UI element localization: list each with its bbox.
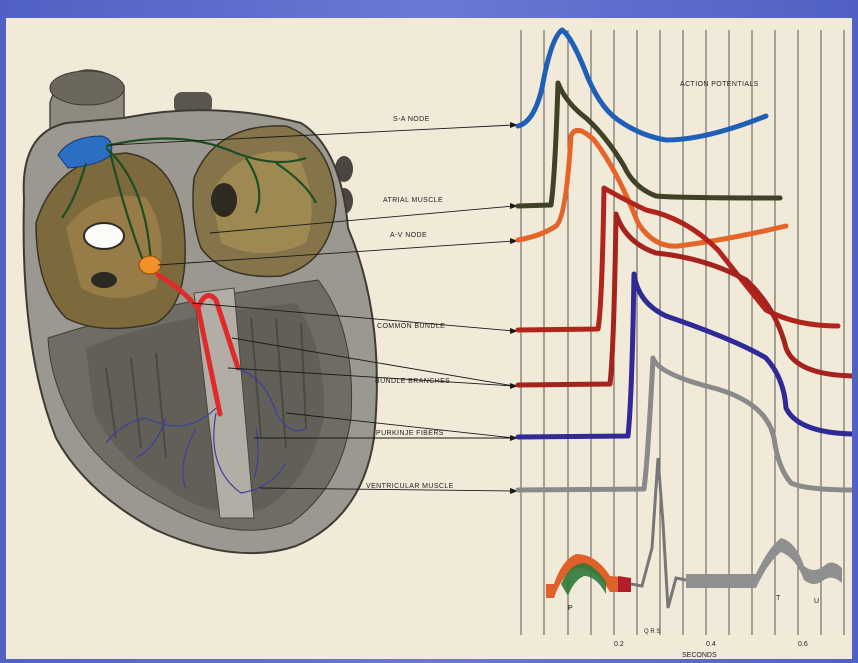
time-grid [521, 30, 844, 635]
tick-0-4: 0.4 [706, 641, 716, 648]
graph-title: ACTION POTENTIALS [680, 81, 759, 88]
ecg-label-t: T [776, 595, 781, 602]
label-av-node: A-V NODE [390, 232, 427, 239]
label-common-bundle: COMMON BUNDLE [377, 323, 445, 330]
ecg-label-u: U [814, 598, 819, 605]
vena-cava-opening [84, 223, 124, 249]
label-sa-node: S-A NODE [393, 116, 430, 123]
trace-common-bundle [518, 188, 838, 330]
heart-illustration [24, 70, 377, 553]
ecg-qrs [631, 458, 686, 608]
trace-av-node [518, 130, 786, 246]
label-ventricular-muscle: VENTRICULAR MUSCLE [366, 483, 454, 490]
label-purkinje-fibers: PURKINJE FIBERS [376, 430, 444, 437]
ecg-label-qrs: Q R S [644, 629, 660, 635]
tick-0-2: 0.2 [614, 641, 624, 648]
axis-label-seconds: SECONDS [682, 652, 717, 659]
trace-atrial-muscle [518, 83, 780, 206]
ecg-t-u-wave [686, 538, 842, 588]
av-node [139, 256, 161, 274]
conduction-diagram: S-A NODE ATRIAL MUSCLE A-V NODE COMMON B… [6, 18, 852, 659]
label-bundle-branches: BUNDLE BRANCHES [375, 378, 450, 385]
tick-0-6: 0.6 [798, 641, 808, 648]
figure-panel: S-A NODE ATRIAL MUSCLE A-V NODE COMMON B… [6, 18, 852, 659]
label-atrial-muscle: ATRIAL MUSCLE [383, 197, 443, 204]
ecg-label-p: P [568, 605, 573, 612]
